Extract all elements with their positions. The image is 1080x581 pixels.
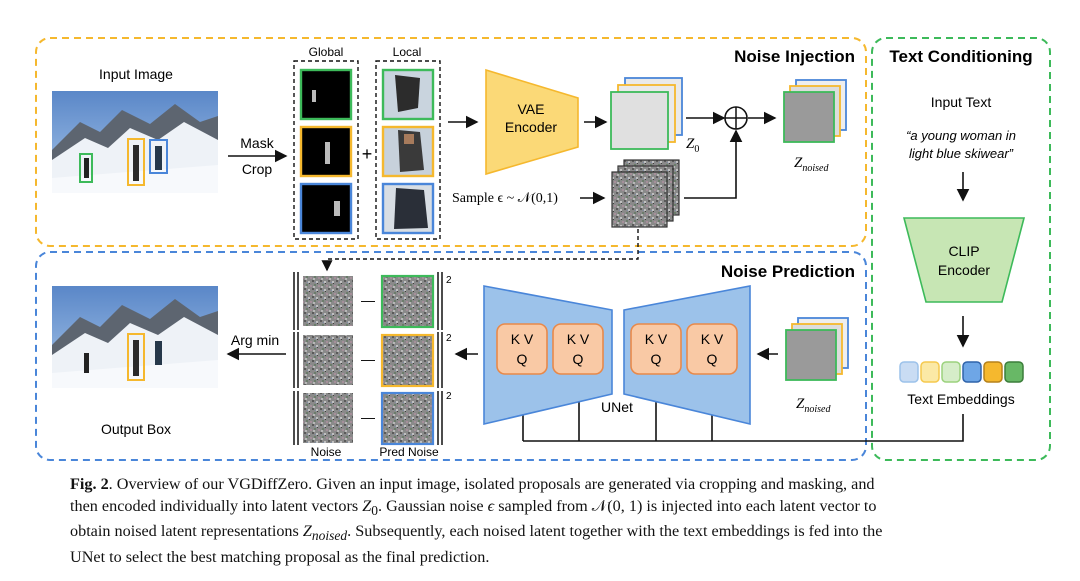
- global-masks: [299, 68, 353, 235]
- crop-label: Crop: [242, 161, 273, 177]
- local-label: Local: [393, 45, 422, 59]
- caption-line-3: obtain noised latent representations Zno…: [70, 521, 1060, 547]
- text-conditioning-title: Text Conditioning: [889, 47, 1032, 66]
- caption-line-1: Fig. 2. Overview of our VGDiffZero. Give…: [70, 474, 1060, 496]
- pred-noise-label: Pred Noise: [379, 445, 439, 459]
- local-group: [375, 60, 441, 240]
- vae-encoder-label-2: Encoder: [505, 119, 557, 135]
- caption-text-2b: . Gaussian noise: [377, 496, 488, 515]
- vae-encoder: [485, 68, 579, 176]
- z-noised-latents-top: [783, 79, 847, 143]
- text-embeddings: [899, 361, 1024, 383]
- caption-text-1: . Overview of our VGDiffZero. Given an i…: [108, 475, 875, 493]
- attn-q-4: Q: [707, 351, 718, 367]
- minus-2: —: [361, 351, 375, 367]
- input-text-quote-1: “a young woman in: [906, 128, 1016, 143]
- caption-eps: ϵ: [487, 496, 495, 515]
- caption-znoised-sub: noised: [311, 528, 348, 544]
- noise-prediction-title: Noise Prediction: [721, 262, 855, 281]
- clip-label-2: Encoder: [938, 262, 990, 278]
- text-conditioning-box: [871, 37, 1051, 461]
- caption-text-2d: is injected into each latent vector to: [642, 496, 877, 515]
- arg-min-label: Arg min: [231, 332, 279, 348]
- caption-normal: 𝒩(0, 1): [591, 496, 643, 515]
- unet-encoder-half: [483, 285, 613, 426]
- caption-line-2: then encoded individually into latent ve…: [70, 496, 1060, 522]
- caption-text-3a: obtain noised latent representations: [70, 522, 303, 541]
- attn-kv-2: K V: [567, 331, 590, 347]
- attn-kv-3: K V: [645, 331, 668, 347]
- global-label: Global: [309, 45, 344, 59]
- caption-text-3b: . Subsequently, each noised latent toget…: [347, 522, 883, 541]
- global-group: [293, 60, 359, 240]
- caption-z0: Z: [362, 496, 372, 515]
- attention-blocks: [496, 323, 738, 375]
- text-embeddings-label: Text Embeddings: [907, 391, 1014, 407]
- clip-encoder: [902, 217, 1026, 303]
- caption-text-2c: sampled from: [494, 496, 592, 515]
- noise-comparison: [293, 272, 443, 446]
- embedding-feed-line: [523, 414, 964, 442]
- input-image: [52, 91, 218, 193]
- z-noised-latents-bottom: [785, 317, 849, 381]
- caption-label: Fig. 2: [70, 475, 109, 493]
- plus-sign: +: [362, 144, 373, 164]
- attn-kv-4: K V: [701, 331, 724, 347]
- input-text-quote-2: light blue skiwear”: [909, 146, 1014, 161]
- squared-2: 2: [446, 333, 452, 344]
- noise-injection-box: [35, 37, 867, 247]
- caption-text-2a: then encoded individually into latent ve…: [70, 496, 363, 515]
- noise-prediction-box: [35, 251, 867, 461]
- vae-encoder-label-1: VAE: [518, 101, 545, 117]
- minus-1: —: [361, 292, 375, 308]
- noise-samples: [611, 159, 680, 228]
- noise-label: Noise: [311, 445, 342, 459]
- noise-dashed-connector: [321, 229, 639, 272]
- caption-znoised: Z: [302, 522, 312, 541]
- clip-label-1: CLIP: [948, 243, 979, 259]
- squared-1: 2: [446, 275, 452, 286]
- attn-q-3: Q: [651, 351, 662, 367]
- attn-q-2: Q: [573, 351, 584, 367]
- z0-latents: [610, 77, 683, 150]
- output-box-label: Output Box: [101, 421, 171, 437]
- noise-injection-title: Noise Injection: [734, 47, 855, 66]
- sample-noise-label: Sample ϵ ~ 𝒩(0,1): [452, 191, 558, 206]
- caption-z0-sub: 0: [371, 502, 378, 518]
- output-image: [52, 286, 218, 388]
- unet-label: UNet: [601, 399, 633, 415]
- attn-q-1: Q: [517, 351, 528, 367]
- figure-caption: Fig. 2. Overview of our VGDiffZero. Give…: [70, 474, 1060, 568]
- z-noised-label-top: Znoised: [794, 155, 829, 174]
- input-image-label: Input Image: [99, 66, 173, 82]
- caption-line-4: UNet to select the best matching proposa…: [70, 547, 1060, 569]
- caption-text-4: UNet to select the best matching proposa…: [70, 547, 490, 566]
- local-crops: [381, 68, 435, 235]
- z0-label: Z0: [686, 136, 699, 155]
- mask-label: Mask: [240, 135, 274, 151]
- attn-kv-1: K V: [511, 331, 534, 347]
- input-text-label: Input Text: [931, 94, 992, 110]
- z-noised-label-bottom: Znoised: [796, 396, 831, 415]
- squared-3: 2: [446, 391, 452, 402]
- minus-3: —: [361, 409, 375, 425]
